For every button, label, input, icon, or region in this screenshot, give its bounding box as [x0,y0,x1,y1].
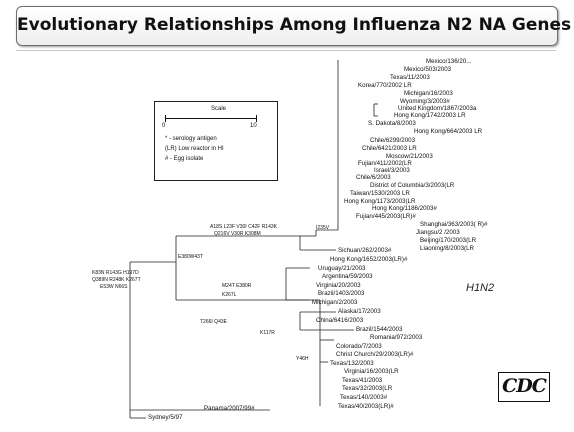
branch-mutation-label: Y46H [296,356,309,362]
legend-title: Scale [211,106,227,112]
taxon-label: Chile/6421/2003 LR [362,145,417,152]
scale-bar-end-tick [256,115,257,122]
branch-mutation-label: K117R [260,330,275,336]
branch-mutation-label: K83N R143G H197D [92,270,139,276]
h1n2-label: H1N2 [466,282,495,294]
branch-mutation-label: I235V [316,225,330,231]
taxon-label: Colorado/7/2003 [336,343,382,350]
taxon-label: Hong Kong/1742/2003 LR [394,112,466,119]
taxon-label: Israel/3/2003 [374,167,410,174]
taxon-label: United Kingdom/1867/2003a [398,105,477,112]
branch-mutation-label: E380W43T [178,254,204,260]
taxon-label: Hong Kong/1186/2003# [372,205,437,212]
branch-mutation-label: Q216V V30R K308M [214,231,261,237]
taxon-label: Virginia/20/2003 [316,282,361,289]
taxon-label: Brazil/1403/2003 [318,290,365,297]
taxon-label: Texas/40/2003(LR)# [338,403,394,410]
taxon-label: Shanghai/363/2003( R)# [420,221,488,228]
taxon-label: Romania/972/2003 [370,334,423,341]
taxon-label: Fujian/411/2002(LR [358,160,412,167]
cdc-logo: CDC [498,372,550,402]
branch-mutation-label: K267L [222,292,237,298]
taxon-label: Texas/32/2003(LR [342,385,393,392]
taxon-label: Uruguay/21/2003 [318,265,366,272]
scale-max-label: 10 [250,123,257,129]
taxon-label: Jiangsu/2 /2003 [416,229,460,236]
title-divider [16,50,556,51]
cdc-logo-text: CDC [502,375,547,397]
taxon-label: Beijing/170/2003(LR [420,237,477,244]
branch-mutation-label: M24T E380R [222,283,252,289]
taxon-label: Hong Kong/1652/2003(LR)# [330,256,408,263]
legend-item-egg-isolate: # - Egg isolate [165,156,204,162]
scale-bar [165,118,257,119]
taxon-label: Panama/2007/99# [204,405,255,412]
scale-min-label: 0 [162,123,166,129]
taxon-label: Brazil/1544/2003 [356,326,403,333]
taxon-label: Fujian/445/2003(LR)# [356,213,416,220]
title-banner: Evolutionary Relationships Among Influen… [16,6,572,46]
taxon-label: Wyoming/3/2003# [400,98,450,105]
taxon-label: Chile/6/2003 [356,174,391,181]
taxon-label: Liaoning/8/2003(LR [420,245,475,252]
taxon-label: Texas/11/2003 [390,74,430,81]
taxon-label: Texas/132/2003 [330,360,374,367]
scale-legend: Scale 0 10 * - serology antigen (LR) Low… [154,101,278,181]
taxon-label: Alaska/17/2003 [338,308,381,315]
taxon-label: Moscow/21/2003 [386,153,433,160]
taxon-label: Christ Church/29/2003(LR)# [336,351,414,358]
taxon-label: Hong Kong/1173/2003(LR [344,198,416,205]
slide-title: Evolutionary Relationships Among Influen… [17,15,572,35]
taxon-label: Texas/140/2003# [340,394,388,401]
taxon-label: Virginia/16/2003(LR [344,368,399,375]
taxon-label: Sydney/5/97 [148,414,183,421]
taxon-label: Mexico/136/20... [426,58,472,65]
branch-mutation-label: Q389N R248K K267T [92,277,141,283]
taxon-label: District of Columbia/3/2003(LR [370,182,455,189]
taxon-label: Texas/41/2003 [342,377,383,384]
legend-item-low-reactor: (LR) Low reactor in HI [165,146,224,152]
legend-item-serology: * - serology antigen [165,136,217,142]
branch-mutation-label: T266I Q43E [200,319,227,325]
taxon-label: Korea/770/2002 LR [358,82,412,89]
branch-mutation-label: E53W N66S [100,284,128,290]
taxon-label: Argentina/59/2003 [322,273,373,280]
taxon-label: Michigan/2/2003 [312,299,358,306]
taxon-label: Mexico/503/2003 [404,66,452,73]
taxon-label: Sichuan/262/2003# [338,247,392,254]
taxon-label: Chile/6299/2003 [370,137,416,144]
taxon-label: Taiwan/1530/2003 LR [350,190,410,197]
scale-bar-start-tick [165,115,166,122]
taxon-label: China/6416/2003 [316,317,364,324]
taxon-label: S. Dakota/8/2003 [368,120,416,127]
branch-mutation-label: A18S L23F V30I C42F R143K [210,224,277,230]
taxon-label: Michigan/16/2003 [404,90,453,97]
taxon-label: Hong Kong/664/2003 LR [414,128,483,135]
